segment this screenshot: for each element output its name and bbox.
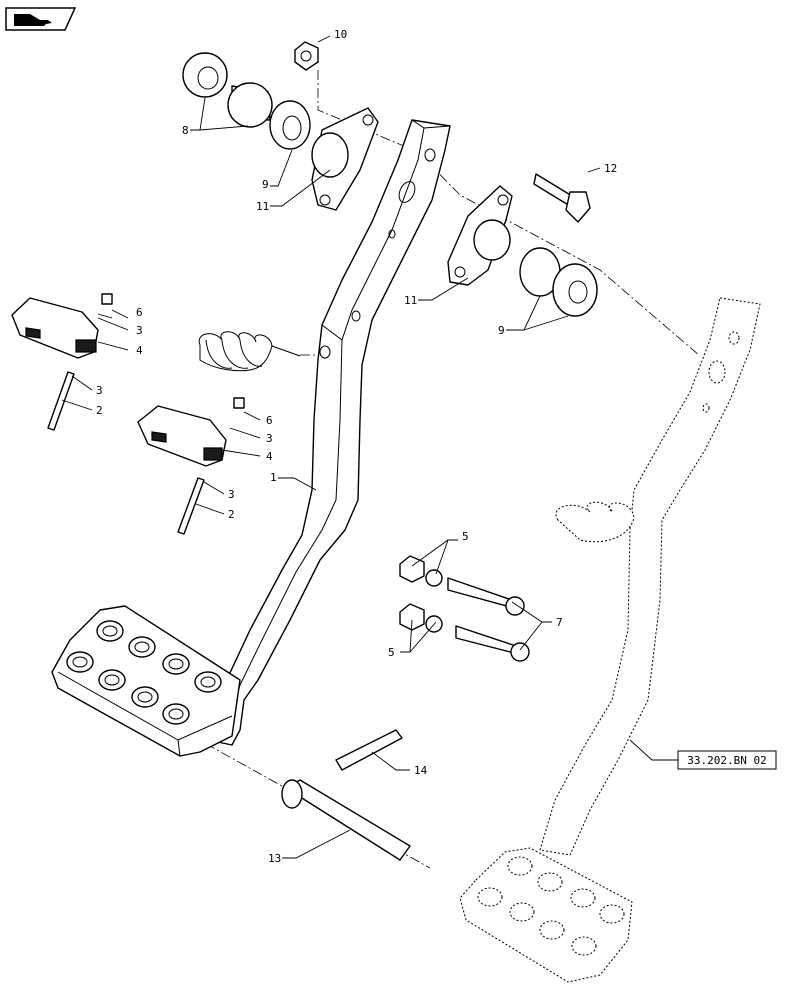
- pivot-bracket-left: [311, 107, 379, 211]
- callout-14: 14: [414, 764, 428, 777]
- forward-hand-icon[interactable]: [5, 7, 77, 31]
- pedal-pad: [51, 605, 241, 757]
- pad-studs: [66, 620, 222, 725]
- roll-pin: [335, 729, 403, 771]
- bushing-stack-left: [182, 52, 311, 150]
- stop-lamp-switch-upper: [11, 293, 113, 431]
- pivot-bracket-right: [447, 185, 513, 286]
- pivot-bolt: [533, 173, 591, 223]
- bushing-stack-right: [519, 247, 598, 317]
- leader-lines: [61, 35, 678, 859]
- return-spring: [198, 331, 301, 372]
- callout-4: 4: [266, 450, 273, 463]
- callout-3: 3: [228, 488, 235, 501]
- callout-labels: 1 2 2 3 3 3 3 4 4 5 5 6 6 7 8 9 9 10 11 …: [96, 28, 617, 865]
- callout-2: 2: [228, 508, 235, 521]
- callout-11: 11: [404, 294, 417, 307]
- callout-2: 2: [96, 404, 103, 417]
- reference-label: 33.202.BN 02: [687, 754, 766, 767]
- callout-12: 12: [604, 162, 617, 175]
- callout-5: 5: [462, 530, 469, 543]
- callout-11: 11: [256, 200, 269, 213]
- pivot-pin: [281, 779, 411, 861]
- callout-9: 9: [498, 324, 505, 337]
- callout-7: 7: [556, 616, 563, 629]
- callout-3: 3: [266, 432, 273, 445]
- brake-pedal-arm: [207, 119, 451, 746]
- callout-9: 9: [262, 178, 269, 191]
- callout-13: 13: [268, 852, 281, 865]
- callout-5: 5: [388, 646, 395, 659]
- callout-1: 1: [270, 471, 277, 484]
- callout-6: 6: [266, 414, 273, 427]
- callout-10: 10: [334, 28, 347, 41]
- callout-3: 3: [96, 384, 103, 397]
- callout-8: 8: [182, 124, 189, 137]
- callout-3: 3: [136, 324, 143, 337]
- adjuster-hardware: [399, 555, 530, 662]
- reference-link[interactable]: 33.202.BN 02: [677, 750, 777, 770]
- callout-4: 4: [136, 344, 143, 357]
- reference-pedal-ghost: [459, 297, 761, 983]
- callout-6: 6: [136, 306, 143, 319]
- lock-nut: [294, 41, 319, 71]
- stop-lamp-switch-lower: [137, 397, 245, 535]
